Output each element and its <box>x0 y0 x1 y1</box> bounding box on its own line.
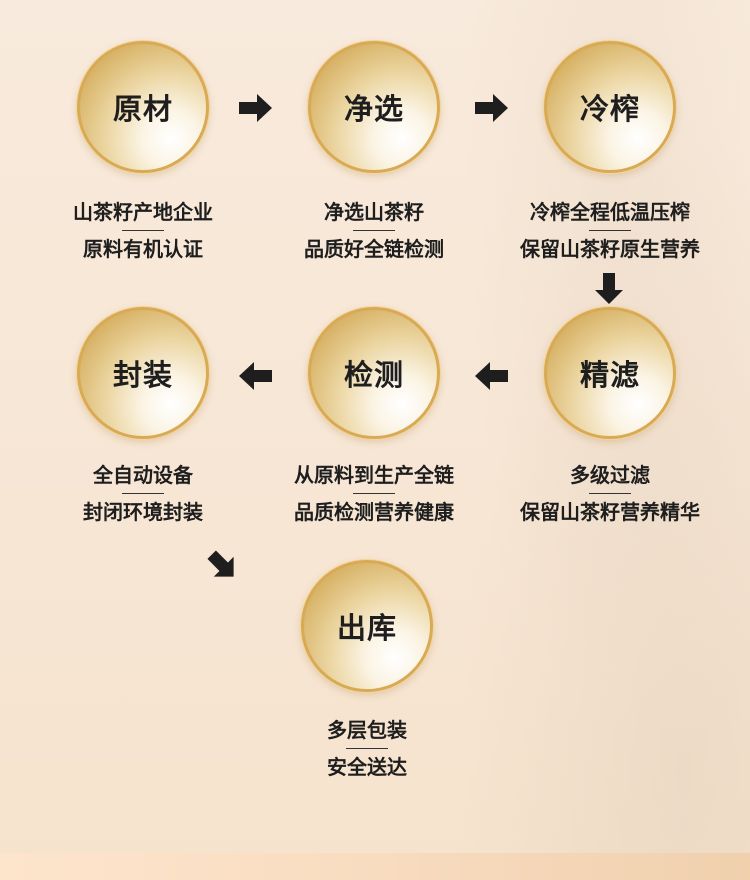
divider <box>353 230 395 231</box>
step-title: 检测 <box>343 358 404 392</box>
step-circle-inspection: 检测 <box>308 307 440 439</box>
arrow-right-icon <box>239 94 272 122</box>
step-description-inspection: 从原料到生产全链 品质检测营养健康 <box>244 463 504 524</box>
divider <box>346 748 388 749</box>
step-description-cleaning: 净选山茶籽 品质好全链检测 <box>244 200 504 261</box>
step-title: 精滤 <box>579 358 640 392</box>
step-title: 出库 <box>336 611 397 645</box>
step-desc-line1: 山茶籽产地企业 <box>73 200 213 224</box>
divider <box>589 493 631 494</box>
divider <box>122 493 164 494</box>
step-title: 原材 <box>112 92 173 126</box>
step-desc-line1: 从原料到生产全链 <box>294 463 454 487</box>
arrow-right-icon <box>475 94 508 122</box>
step-title: 封装 <box>112 358 173 392</box>
step-circle-shipping: 出库 <box>301 560 433 692</box>
step-description-fine-filter: 多级过滤 保留山茶籽营养精华 <box>480 463 740 524</box>
divider <box>589 230 631 231</box>
step-circle-cold-press: 冷榨 <box>544 41 676 173</box>
step-circle-fine-filter: 精滤 <box>544 307 676 439</box>
step-desc-line2: 保留山茶籽营养精华 <box>520 500 700 524</box>
step-title: 净选 <box>343 92 404 126</box>
step-desc-line1: 净选山茶籽 <box>324 200 424 224</box>
step-description-packaging: 全自动设备 封闭环境封装 <box>13 463 273 524</box>
step-desc-line2: 原料有机认证 <box>83 237 203 261</box>
arrow-left-icon <box>239 362 272 390</box>
step-circle-packaging: 封装 <box>77 307 209 439</box>
step-circle-cleaning: 净选 <box>308 41 440 173</box>
arrow-down-icon <box>595 273 623 304</box>
step-desc-line2: 封闭环境封装 <box>83 500 203 524</box>
step-desc-line2: 品质检测营养健康 <box>294 500 454 524</box>
step-desc-line2: 保留山茶籽原生营养 <box>520 237 700 261</box>
arrow-down-right-icon <box>207 550 234 577</box>
step-desc-line1: 全自动设备 <box>93 463 193 487</box>
step-desc-line2: 安全送达 <box>327 755 407 779</box>
divider <box>353 493 395 494</box>
step-description-raw-material: 山茶籽产地企业 原料有机认证 <box>13 200 273 261</box>
bottom-band <box>0 853 750 880</box>
divider <box>122 230 164 231</box>
step-title: 冷榨 <box>579 92 640 126</box>
step-circle-raw-material: 原材 <box>77 41 209 173</box>
step-desc-line1: 冷榨全程低温压榨 <box>530 200 690 224</box>
step-description-cold-press: 冷榨全程低温压榨 保留山茶籽原生营养 <box>480 200 740 261</box>
step-description-shipping: 多层包装 安全送达 <box>237 718 497 779</box>
step-desc-line2: 品质好全链检测 <box>304 237 444 261</box>
step-desc-line1: 多级过滤 <box>570 463 650 487</box>
arrow-left-icon <box>475 362 508 390</box>
step-desc-line1: 多层包装 <box>327 718 407 742</box>
